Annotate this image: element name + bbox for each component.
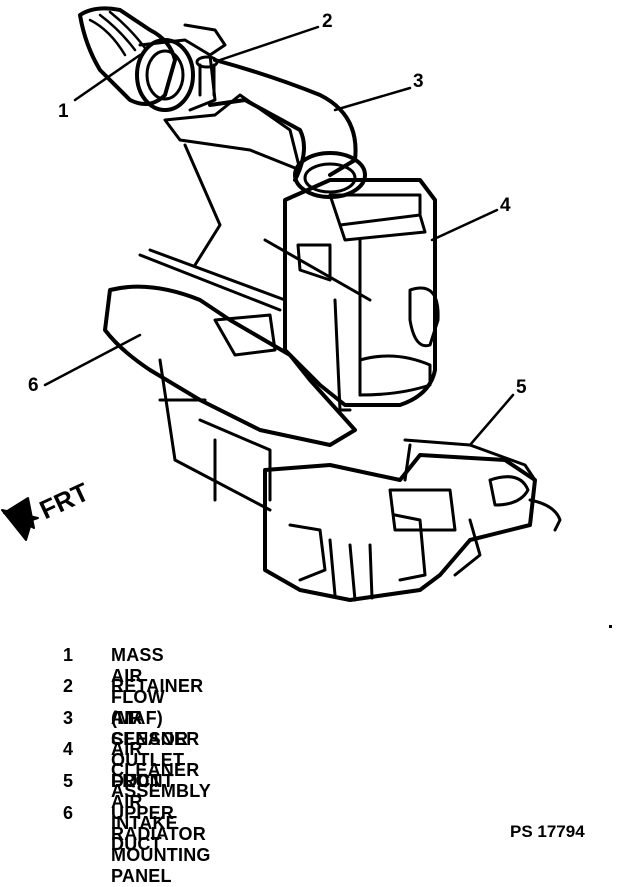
radiator-panel-drawing xyxy=(103,284,357,512)
support-lines-drawing xyxy=(138,143,287,312)
legend-number: 4 xyxy=(63,739,74,759)
legend-text: FRONT AIR INTAKE DUCT xyxy=(111,771,178,854)
front-indicator: FRT xyxy=(10,477,110,555)
legend-number: 6 xyxy=(63,803,74,823)
callout-2: 2 xyxy=(322,11,333,32)
front-arrow-icon xyxy=(1,497,39,541)
legend-text: RETAINER xyxy=(111,676,204,696)
callout-3: 3 xyxy=(413,71,424,92)
front-intake-duct-drawing xyxy=(263,438,562,602)
parts-legend: 1 MASS AIR FLOW (MAF) SENSOR 2 RETAINER … xyxy=(0,640,624,886)
legend-number: 5 xyxy=(63,771,74,791)
figure-code: PS 17794 xyxy=(510,822,585,841)
legend-number: 2 xyxy=(63,676,74,696)
legend-text: AIR CLEANER ASSEMBLY xyxy=(111,739,211,801)
legend-number: 1 xyxy=(63,645,74,665)
parts-illustration xyxy=(1,6,612,628)
callout-1: 1 xyxy=(58,101,69,122)
air-cleaner-box-drawing xyxy=(263,178,440,412)
callout-5: 5 xyxy=(516,377,527,398)
callout-4: 4 xyxy=(500,195,511,216)
legend-text: AIR CLEANER OUTLET DUCT xyxy=(111,708,200,791)
legend-text: UPPER RADIATOR MOUNTING PANEL xyxy=(111,803,211,886)
maf-sensor-drawing xyxy=(78,6,227,112)
leader-lines xyxy=(43,25,515,447)
outlet-duct-drawing xyxy=(163,58,367,199)
legend-text: MASS AIR FLOW (MAF) SENSOR xyxy=(111,645,189,749)
retainer-drawing xyxy=(195,55,219,97)
legend-number: 3 xyxy=(63,708,74,728)
callout-6: 6 xyxy=(28,375,39,396)
